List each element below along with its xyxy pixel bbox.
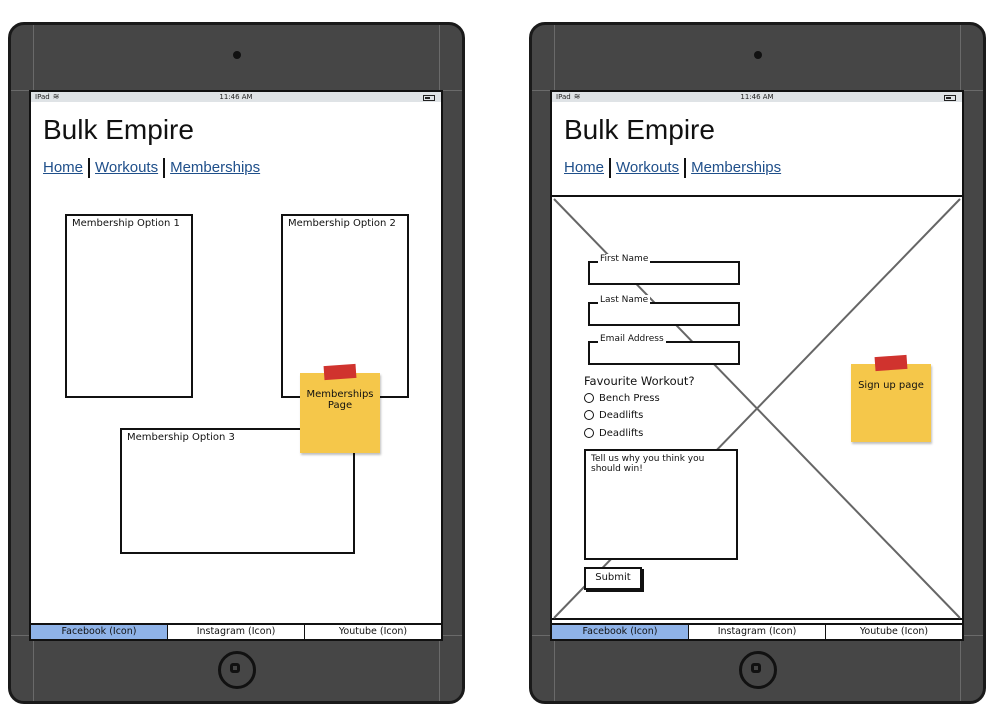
status-time: 11:46 AM <box>219 93 253 101</box>
wifi-icon: ≋ <box>573 92 581 101</box>
nav-memberships-link[interactable]: Memberships <box>170 158 261 176</box>
submit-button[interactable]: Submit <box>584 567 642 590</box>
nav-workouts-link[interactable]: Workouts <box>616 158 680 176</box>
sticky-note-text: Memberships Page <box>306 389 374 411</box>
nav-memberships-link[interactable]: Memberships <box>691 158 782 176</box>
instagram-link[interactable]: Instagram (Icon) <box>689 625 826 639</box>
email-label: Email Address <box>598 334 666 344</box>
email-field[interactable]: Email Address <box>588 334 740 365</box>
facebook-link[interactable]: Facebook (Icon) <box>31 625 168 639</box>
footer-bar: Facebook (Icon) Instagram (Icon) Youtube… <box>31 623 441 639</box>
favourite-workout-question: Favourite Workout? <box>584 374 695 388</box>
membership-option-1[interactable]: Membership Option 1 <box>65 214 193 398</box>
status-time: 11:46 AM <box>740 93 774 101</box>
camera-icon <box>232 51 241 59</box>
carrier-label: IPad <box>35 93 50 101</box>
membership-option-3[interactable]: Membership Option 3 <box>120 428 355 554</box>
nav-workouts-link[interactable]: Workouts <box>95 158 159 176</box>
battery-icon <box>944 95 956 101</box>
tape-icon <box>323 363 357 381</box>
home-button-icon[interactable] <box>217 651 256 689</box>
footer-bar: Facebook (Icon) Instagram (Icon) Youtube… <box>552 623 962 639</box>
youtube-link[interactable]: Youtube (Icon) <box>338 626 408 637</box>
carrier-label: IPad <box>556 93 571 101</box>
radio-icon[interactable] <box>584 393 594 403</box>
camera-icon <box>753 51 762 59</box>
last-name-field[interactable]: Last Name <box>588 295 740 326</box>
battery-icon <box>423 95 435 101</box>
image-placeholder: First Name Last Name Email Address Favou… <box>552 195 962 620</box>
first-name-label: First Name <box>598 254 651 264</box>
site-title: Bulk Empire <box>43 114 194 145</box>
sticky-note: Memberships Page <box>300 363 380 453</box>
first-name-field[interactable]: First Name <box>588 254 740 285</box>
radio-icon[interactable] <box>584 410 594 420</box>
last-name-label: Last Name <box>598 295 651 305</box>
screen-signup: IPad≋ 11:46 AM Bulk Empire Home Workouts M… <box>550 90 964 641</box>
membership-option-2-label: Membership Option 2 <box>288 218 396 229</box>
radio-option-bench-press[interactable]: Bench Press <box>584 393 660 404</box>
status-bar: IPad≋ 11:46 AM <box>552 92 962 102</box>
radio-option-deadlifts[interactable]: Deadlifts <box>584 410 644 421</box>
reason-textarea[interactable]: Tell us why you think you should win! <box>584 449 738 560</box>
nav-bar: Home Workouts Memberships <box>43 158 260 178</box>
instagram-link[interactable]: Instagram (Icon) <box>168 625 305 639</box>
tape-icon <box>874 354 908 372</box>
sticky-note: Sign up page <box>851 354 931 442</box>
status-bar: IPad≋ 11:46 AM <box>31 92 441 102</box>
site-title: Bulk Empire <box>564 114 715 145</box>
nav-home-link[interactable]: Home <box>564 158 605 176</box>
nav-home-link[interactable]: Home <box>43 158 84 176</box>
home-button-icon[interactable] <box>738 651 777 689</box>
radio-option-deadlifts-2[interactable]: Deadlifts <box>584 428 644 439</box>
wifi-icon: ≋ <box>52 92 60 101</box>
membership-option-1-label: Membership Option 1 <box>72 218 180 229</box>
radio-icon[interactable] <box>584 428 594 438</box>
tablet-frame-right: IPad≋ 11:46 AM Bulk Empire Home Workouts M… <box>529 22 986 704</box>
youtube-link[interactable]: Youtube (Icon) <box>859 626 929 637</box>
facebook-link[interactable]: Facebook (Icon) <box>552 625 689 639</box>
sticky-note-text: Sign up page <box>858 380 924 391</box>
nav-bar: Home Workouts Memberships <box>564 158 781 178</box>
membership-option-3-label: Membership Option 3 <box>127 432 235 443</box>
